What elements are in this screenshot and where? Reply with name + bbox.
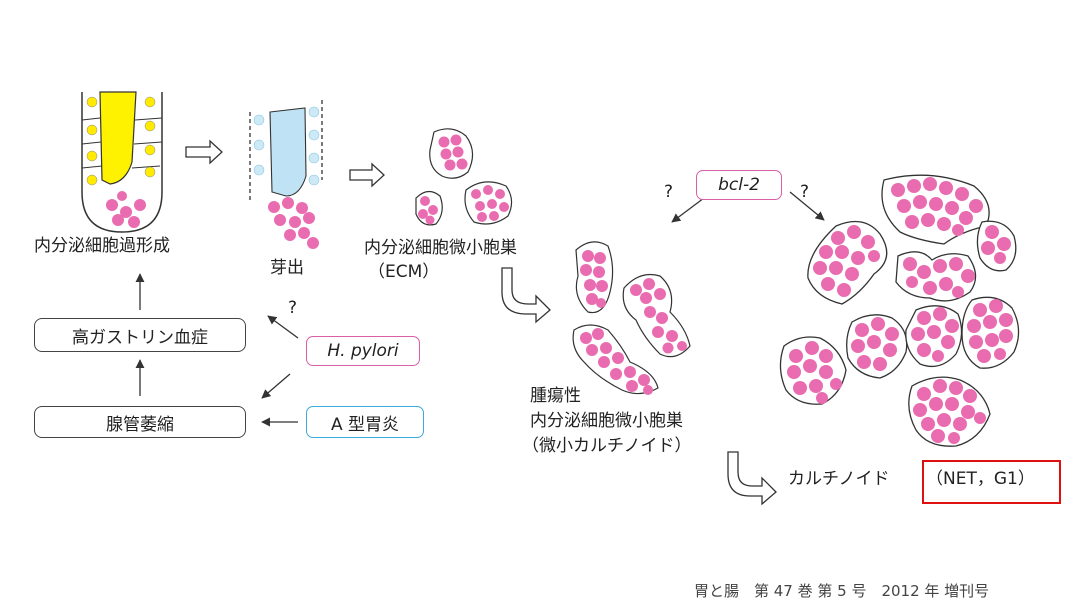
question-mark-bcl2-right: ?	[800, 182, 809, 202]
highlight-box	[922, 460, 1061, 504]
gland-budding	[250, 100, 322, 249]
curved-arrow	[728, 452, 776, 504]
question-mark-hpylori: ?	[288, 298, 297, 318]
hollow-arrow	[186, 141, 222, 163]
label-hyperplasia: 内分泌細胞過形成	[34, 236, 170, 256]
label-micronest-sub: （ECM）	[368, 262, 439, 282]
label-tumorous-3: （微小カルチノイド）	[522, 436, 692, 456]
type-a-gastritis-pill: A 型胃炎	[306, 406, 424, 438]
label-tumorous-1: 腫瘍性	[530, 386, 581, 406]
tumorous-micronest	[573, 242, 690, 395]
pink-cells	[268, 197, 319, 249]
hpylori-arrow-up	[268, 316, 298, 338]
label-budding: 芽出	[270, 258, 304, 278]
hollow-arrow	[350, 164, 384, 186]
label-micronest: 内分泌細胞微小胞巣	[364, 238, 517, 258]
hpylori-arrow-down	[262, 374, 290, 398]
curved-arrow	[502, 268, 550, 322]
hypergastrinemia-box: 高ガストリン血症	[34, 318, 246, 352]
footer-citation: 胃と腸 第 47 巻 第 5 号 2012 年 増刊号	[694, 580, 989, 601]
hpylori-pill: H. pylori	[306, 336, 420, 366]
bcl2-pill: bcl-2	[696, 170, 782, 200]
label-carcinoid: カルチノイド	[788, 469, 890, 489]
label-tumorous-2: 内分泌細胞微小胞巣	[530, 411, 683, 431]
gland-atrophy-box: 腺管萎縮	[34, 406, 246, 438]
gland-hyperplasia	[82, 92, 162, 232]
question-mark-bcl2-left: ?	[664, 182, 673, 202]
carcinoid-cluster	[780, 175, 1018, 446]
micronest-clusters	[416, 129, 512, 225]
